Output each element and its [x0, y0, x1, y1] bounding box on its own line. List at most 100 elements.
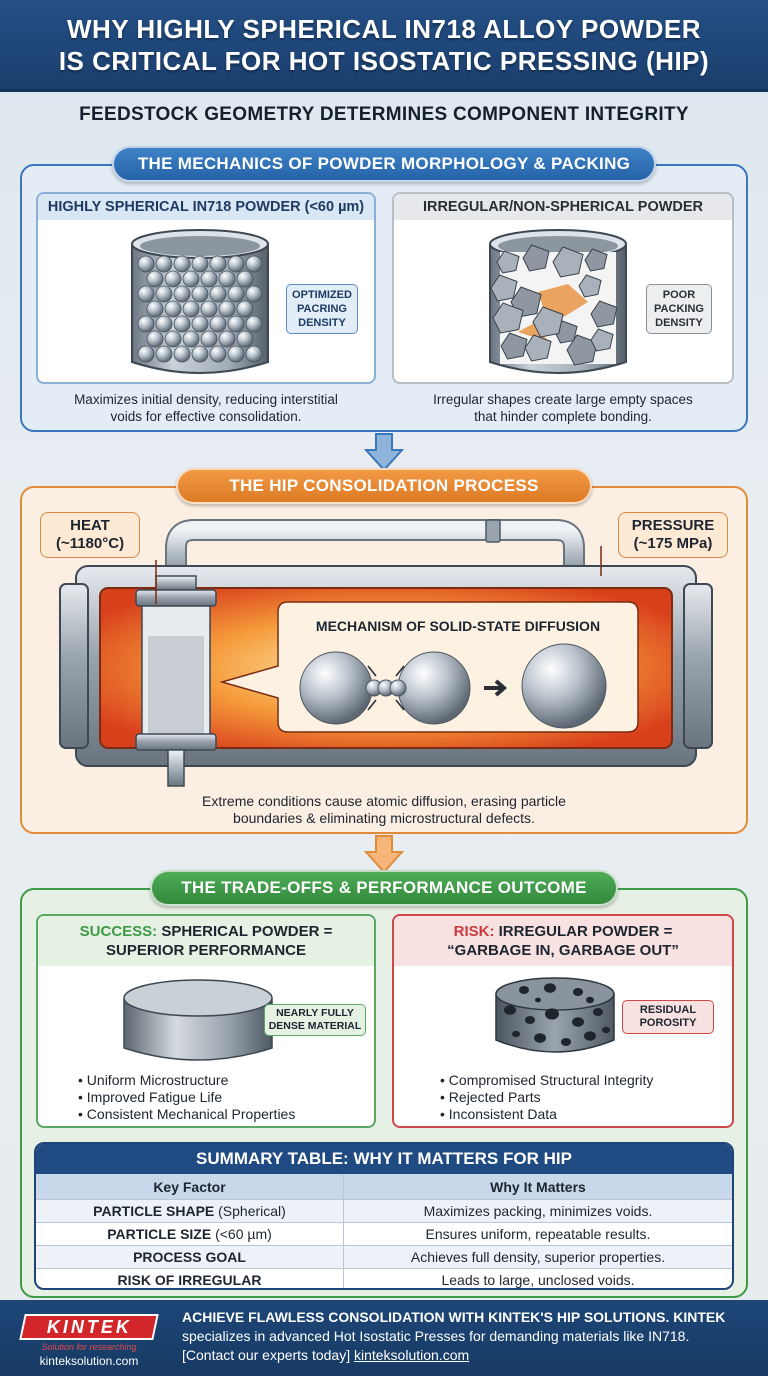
- powder-sphere: [146, 300, 164, 318]
- powder-sphere: [209, 345, 227, 363]
- powder-sphere: [155, 285, 173, 303]
- summary-table: SUMMARY TABLE: WHY IT MATTERS FOR HIP Ke…: [34, 1142, 734, 1290]
- powder-sphere: [227, 345, 245, 363]
- powder-sphere: [218, 330, 236, 348]
- tag-line: NEARLY FULLY: [276, 1007, 354, 1019]
- irregular-card-title: IRREGULAR/NON-SPHERICAL POWDER: [422, 199, 704, 215]
- table-cell-factor: PROCESS GOAL: [36, 1246, 344, 1268]
- risk-prefix: RISK:: [453, 923, 495, 940]
- hip-vessel-illustration: [59, 519, 713, 787]
- powder-sphere: [218, 300, 236, 318]
- footer-site-text[interactable]: kinteksolution.com: [39, 1354, 139, 1368]
- table-cell-factor: RISK OF IRREGULAR: [36, 1269, 344, 1288]
- kintek-logo-text: KINTEK: [46, 1316, 132, 1337]
- porous-block-illustration: [495, 977, 615, 1053]
- powder-sphere: [173, 285, 191, 303]
- page-subtitle: FEEDSTOCK GEOMETRY DETERMINES COMPONENT …: [79, 104, 689, 125]
- page-header: WHY HIGHLY SPHERICAL IN718 ALLOY POWDER …: [0, 0, 768, 92]
- powder-sphere: [236, 300, 254, 318]
- spherical-caption: Maximizes initial density, reducing inte…: [36, 391, 376, 425]
- table-cell-value: Ensures uniform, repeatable results.: [425, 1226, 651, 1242]
- powder-sphere: [200, 330, 218, 348]
- factor-detail: (Spherical): [214, 1203, 286, 1219]
- irregular-particle: [552, 246, 584, 278]
- powder-sphere: [173, 315, 191, 333]
- irregular-card-header: [394, 194, 732, 220]
- table-cell-value: Leads to large, unclosed voids.: [441, 1272, 635, 1288]
- powder-sphere: [155, 315, 173, 333]
- powder-sphere: [164, 330, 182, 348]
- irregular-particle: [522, 244, 550, 272]
- powder-sphere: [191, 315, 209, 333]
- pore: [584, 1031, 596, 1041]
- powder-sphere: [182, 330, 200, 348]
- bullet-item: Inconsistent Data: [440, 1106, 730, 1123]
- irregular-particle: [566, 334, 598, 366]
- factor-name: RISK OF IRREGULAR: [117, 1272, 262, 1288]
- powder-sphere: [137, 315, 155, 333]
- pore: [504, 1005, 516, 1015]
- powder-sphere: [209, 315, 227, 333]
- pore: [512, 1030, 520, 1038]
- pore: [572, 1017, 584, 1027]
- irregular-particle: [532, 306, 564, 338]
- caption-line: that hinder complete bonding.: [474, 409, 652, 424]
- caption-line: Extreme conditions cause atomic diffusio…: [202, 793, 566, 809]
- powder-sphere: [209, 255, 227, 273]
- pore: [561, 1038, 571, 1046]
- hip-process-section-title: THE HIP CONSOLIDATION PROCESS: [176, 468, 592, 504]
- tag-line: PACKING: [654, 303, 704, 315]
- irregular-particle: [578, 274, 602, 298]
- powder-sphere: [146, 330, 164, 348]
- irregular-powder-cylinder-illustration: [489, 229, 627, 374]
- powder-sphere: [236, 270, 254, 288]
- caption-line: boundaries & eliminating microstructural…: [233, 810, 535, 826]
- table-cell-factor: PARTICLE SHAPE (Spherical): [36, 1200, 344, 1222]
- dense-material-cylinder-illustration: [123, 979, 273, 1061]
- table-row: PARTICLE SIZE (<60 µm) Ensures uniform, …: [36, 1222, 732, 1245]
- success-prefix: SUCCESS:: [79, 923, 158, 940]
- bullet-item: Consistent Mechanical Properties: [78, 1106, 368, 1123]
- pressure-label: PRESSURE (~175 MPa): [618, 512, 728, 558]
- down-arrow-icon: [364, 433, 404, 472]
- powder-sphere: [146, 270, 164, 288]
- irregular-particle: [524, 334, 552, 362]
- table-row: PARTICLE SHAPE (Spherical) Maximizes pac…: [36, 1199, 732, 1222]
- powder-sphere: [227, 285, 245, 303]
- morphology-section-title: THE MECHANICS OF POWDER MORPHOLOGY & PAC…: [112, 146, 656, 182]
- risk-title-text: IRREGULAR POWDER =: [494, 923, 673, 940]
- contact-text: [Contact our experts today]: [182, 1347, 354, 1363]
- footer-contact: [Contact our experts today] kinteksoluti…: [182, 1346, 758, 1365]
- poor-packing-density-tag: POOR PACKING DENSITY: [646, 284, 712, 334]
- powder-sphere: [227, 315, 245, 333]
- powder-sphere: [200, 270, 218, 288]
- nearly-dense-material-tag: NEARLY FULLY DENSE MATERIAL: [264, 1004, 366, 1036]
- down-arrow-icon: [364, 835, 404, 874]
- pressure-label-value: (~175 MPa): [633, 535, 713, 552]
- irregular-particle: [492, 302, 524, 334]
- spherical-card-header: [38, 194, 374, 220]
- contact-link[interactable]: kinteksolution.com: [353, 1347, 470, 1363]
- caption-line: voids for effective consolidation.: [110, 409, 302, 424]
- header-title-line2: IS CRITICAL FOR HOT ISOSTATIC PRESSING (…: [58, 45, 710, 76]
- powder-sphere: [245, 255, 263, 273]
- irregular-particle: [590, 300, 618, 328]
- powder-sphere: [200, 300, 218, 318]
- table-row: RISK OF IRREGULAR Leads to large, unclos…: [36, 1268, 732, 1288]
- success-card-header: [38, 916, 374, 966]
- pore: [544, 983, 556, 993]
- tag-line: POROSITY: [639, 1017, 697, 1029]
- bullet-item: Rejected Parts: [440, 1089, 730, 1106]
- powder-sphere: [164, 270, 182, 288]
- optimized-packing-density-tag: OPTIMIZED PACRING DENSITY: [286, 284, 358, 334]
- risk-bullets: Compromised Structural Integrity Rejecte…: [440, 1072, 730, 1123]
- kintek-logo[interactable]: KINTEK: [19, 1314, 159, 1340]
- pore: [545, 1008, 559, 1020]
- pressure-label-title: PRESSURE: [631, 517, 715, 534]
- tag-line: DENSE MATERIAL: [268, 1020, 362, 1032]
- irregular-particle: [490, 274, 518, 302]
- header-title-line1: WHY HIGHLY SPHERICAL IN718 ALLOY POWDER: [67, 13, 701, 44]
- footer-line: ACHIEVE FLAWLESS CONSOLIDATION WITH KINT…: [182, 1309, 726, 1325]
- powder-sphere: [191, 285, 209, 303]
- footer-message: ACHIEVE FLAWLESS CONSOLIDATION WITH KINT…: [182, 1308, 758, 1365]
